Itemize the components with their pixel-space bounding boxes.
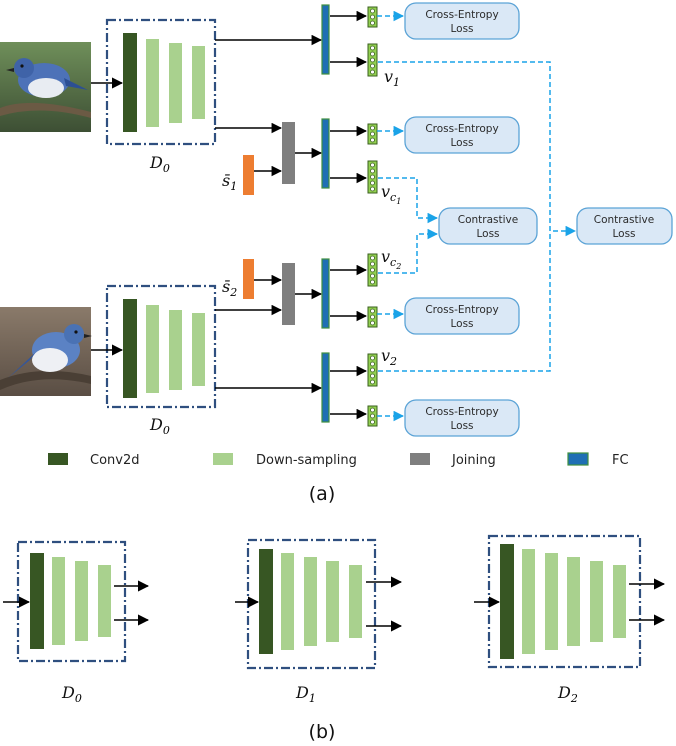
conv2d-bar xyxy=(123,299,137,398)
feature-node xyxy=(370,186,375,192)
feature-node xyxy=(370,63,375,69)
bird-image-bottom xyxy=(0,307,92,396)
svg-text:Cross-Entropy: Cross-Entropy xyxy=(425,123,498,135)
d0-block-top xyxy=(105,18,217,146)
feature-node xyxy=(370,174,375,180)
feature-node xyxy=(370,162,375,168)
feature-node xyxy=(370,273,375,279)
d0-label-bottom: D0 xyxy=(149,415,170,437)
feature-node xyxy=(370,51,375,57)
d0-label-top: D0 xyxy=(149,153,170,175)
fc-bar-1 xyxy=(321,4,330,75)
feature-node xyxy=(370,69,375,75)
d0-block-bottom xyxy=(105,284,217,409)
legend-label-conv2d: Conv2d xyxy=(90,453,140,468)
feature-node xyxy=(370,20,375,26)
legend: Conv2d Down-sampling Joining FC xyxy=(48,452,629,468)
svg-text:Loss: Loss xyxy=(450,23,473,35)
b-d0-label: D0 xyxy=(61,683,82,705)
svg-text:Loss: Loss xyxy=(450,137,473,149)
fc-bar-2 xyxy=(321,118,330,189)
b-d0-block xyxy=(16,540,127,663)
fc-bar-3 xyxy=(321,258,330,329)
feature-node xyxy=(370,355,375,361)
loss-ce-3: Cross-Entropy Loss xyxy=(404,297,520,335)
legend-swatch-downsampling xyxy=(213,453,233,465)
s2-label: s̄2 xyxy=(222,277,237,299)
vc1-label: vc1 xyxy=(381,182,401,206)
loss-ce-2: Cross-Entropy Loss xyxy=(404,116,520,154)
feature-node xyxy=(370,308,375,314)
svg-text:Loss: Loss xyxy=(612,228,635,240)
joining-bar-1 xyxy=(282,122,295,184)
feature-node xyxy=(370,14,375,20)
legend-label-fc: FC xyxy=(612,453,629,468)
joining-bar-2 xyxy=(282,263,295,325)
loss-contrastive-a: Contrastive Loss xyxy=(438,207,538,245)
b-d1-block xyxy=(246,538,377,670)
feature-node xyxy=(370,379,375,385)
feature-node xyxy=(370,168,375,174)
downsampling-bar xyxy=(192,46,205,119)
panel-label-b: (b) xyxy=(309,721,336,743)
feature-node xyxy=(370,361,375,367)
v1-label: v1 xyxy=(384,67,400,89)
b-d2-block xyxy=(487,534,642,669)
loss-ce-4: Cross-Entropy Loss xyxy=(404,399,520,437)
feature-node xyxy=(370,367,375,373)
feature-node xyxy=(370,261,375,267)
feature-node xyxy=(370,45,375,51)
legend-swatch-conv2d xyxy=(48,453,68,465)
dashed-connectors xyxy=(377,10,577,422)
svg-text:Loss: Loss xyxy=(450,420,473,432)
b-d2-label: D2 xyxy=(557,683,578,705)
svg-text:Contrastive: Contrastive xyxy=(458,214,518,226)
feature-node xyxy=(370,137,375,143)
downsampling-bar xyxy=(169,310,182,390)
legend-label-downsampling: Down-sampling xyxy=(256,453,357,468)
feature-node xyxy=(370,255,375,261)
bird-image-top xyxy=(0,42,91,132)
vc2-label: vc2 xyxy=(381,247,401,271)
v2-label: v2 xyxy=(381,346,397,368)
legend-label-joining: Joining xyxy=(451,453,496,468)
feature-node xyxy=(370,320,375,326)
feature-node xyxy=(370,267,375,273)
feature-node xyxy=(370,8,375,14)
s1-label: s̄1 xyxy=(222,171,237,193)
svg-text:Cross-Entropy: Cross-Entropy xyxy=(425,406,498,418)
svg-text:Loss: Loss xyxy=(476,228,499,240)
feature-node xyxy=(370,407,375,413)
feature-node xyxy=(370,373,375,379)
svg-text:Loss: Loss xyxy=(450,318,473,330)
loss-ce-1: Cross-Entropy Loss xyxy=(404,2,520,40)
feature-vectors xyxy=(367,6,378,427)
s1-bar xyxy=(243,155,254,195)
panel-label-a: (a) xyxy=(309,483,335,505)
svg-text:Contrastive: Contrastive xyxy=(594,214,654,226)
fc-bar-4 xyxy=(321,352,330,423)
legend-swatch-joining xyxy=(410,453,430,465)
conv2d-bar xyxy=(123,33,137,132)
downsampling-bar xyxy=(192,313,205,386)
feature-node xyxy=(370,131,375,137)
feature-node xyxy=(370,419,375,425)
feature-node xyxy=(370,314,375,320)
feature-node xyxy=(370,279,375,285)
svg-text:Cross-Entropy: Cross-Entropy xyxy=(425,9,498,21)
svg-text:Cross-Entropy: Cross-Entropy xyxy=(425,304,498,316)
feature-node xyxy=(370,125,375,131)
b-d1-label: D1 xyxy=(295,683,316,705)
feature-node xyxy=(370,180,375,186)
downsampling-bar xyxy=(146,305,159,393)
legend-swatch-fc xyxy=(567,452,589,466)
downsampling-bar xyxy=(146,39,159,127)
s2-bar xyxy=(243,259,254,299)
downsampling-bar xyxy=(169,43,182,123)
loss-contrastive-b: Contrastive Loss xyxy=(576,207,673,245)
feature-node xyxy=(370,413,375,419)
feature-node xyxy=(370,57,375,63)
